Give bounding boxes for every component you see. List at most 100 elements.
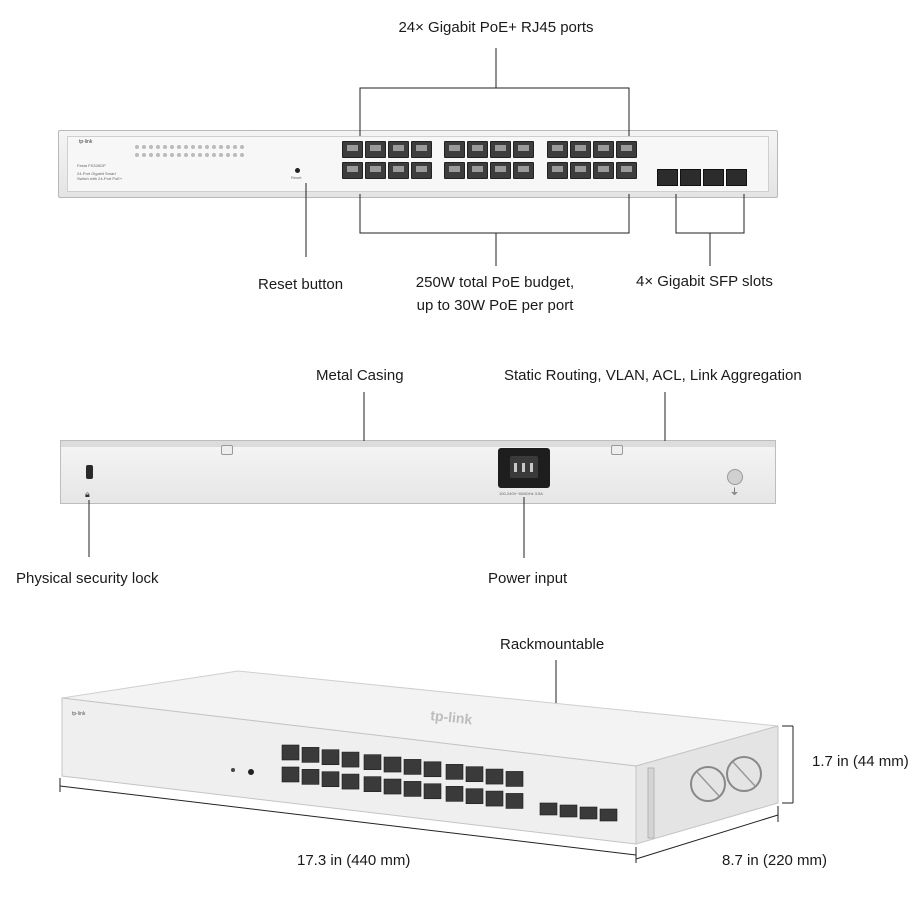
rj45-ports-label: 24× Gigabit PoE+ RJ45 ports [398,19,594,36]
rj45-port[interactable] [342,162,363,179]
metal-casing-label: Metal Casing [316,367,404,384]
status-led [156,145,160,149]
rj45-port[interactable] [388,141,409,158]
iso-reset-button [248,769,254,775]
rj45-port[interactable] [513,162,534,179]
rj45-port[interactable] [388,162,409,179]
reset-button[interactable] [295,168,300,173]
rear-top-band [61,441,775,447]
iso-rj45-ports [281,744,524,809]
status-led [135,145,139,149]
power-rating-text: 100-240V~50/60Hz 3.5A [499,491,543,496]
iso-rj45-port [465,766,484,783]
rj45-port[interactable] [570,141,591,158]
rj45-port[interactable] [342,141,363,158]
status-led [184,145,188,149]
iso-rj45-port [341,751,360,768]
rackmountable-label: Rackmountable [500,636,605,653]
iso-sfp-slot [599,808,618,822]
rj45-port[interactable] [444,141,465,158]
iso-rj45-port [321,771,340,788]
rj45-port[interactable] [593,141,614,158]
iso-rj45-port [403,759,422,775]
sfp-slot[interactable] [703,169,724,186]
rj45-port[interactable] [490,141,511,158]
status-led [142,145,146,149]
iso-rj45-port [445,764,464,780]
rj45-port[interactable] [547,162,568,179]
status-led [177,153,181,157]
iso-sfp-slot [579,806,598,820]
fan-vent-icon [726,756,762,792]
iso-rj45-port [423,783,442,800]
rj45-port[interactable] [411,141,432,158]
rack-ear [647,767,655,839]
status-led [240,153,244,157]
sfp-slot-group [657,169,747,186]
status-led [240,145,244,149]
rj45-port[interactable] [467,141,488,158]
status-led [156,153,160,157]
sfp-slot[interactable] [657,169,678,186]
top-brand-logo: tp-link [430,707,474,727]
dimension-line-width [59,785,637,856]
status-led [212,145,216,149]
status-led [198,145,202,149]
status-led [233,145,237,149]
callout-bracket [359,194,630,234]
sfp-slot[interactable] [680,169,701,186]
sfp-slot[interactable] [726,169,747,186]
fan-grille [696,771,720,797]
iso-rj45-port [281,766,300,783]
status-led [163,153,167,157]
front-model-text: Festa FS328GP [77,163,106,168]
iso-status-dot [231,768,235,772]
power-pin [514,463,517,472]
poe-budget-label-line2: up to 30W PoE per port [416,297,574,314]
power-socket-icon[interactable] [498,448,550,488]
rj45-port[interactable] [616,162,637,179]
iso-rj45-port [281,744,300,761]
lock-icon: 🔒︎ [85,490,90,500]
iso-rj45-port [383,778,402,795]
rj45-port[interactable] [570,162,591,179]
iso-rj45-port [445,786,464,802]
power-pin [530,463,533,472]
iso-rj45-port [363,754,382,770]
fan-grille [732,761,756,787]
iso-rj45-port [505,793,524,809]
ground-symbol-icon: ⏚ [730,487,739,498]
fan-vent-icon [690,766,726,802]
rj45-port[interactable] [411,162,432,179]
status-led [219,153,223,157]
iso-rj45-port [403,781,422,797]
status-led [149,145,153,149]
status-led [191,153,195,157]
status-led [149,153,153,157]
rj45-port[interactable] [365,141,386,158]
iso-rj45-port [485,790,504,807]
poe-budget-label-line1: 250W total PoE budget, [415,274,575,291]
rj45-port[interactable] [490,162,511,179]
iso-rj45-port [301,747,320,763]
iso-brand-logo: tp-link [72,711,86,717]
rj45-port[interactable] [593,162,614,179]
rj45-port[interactable] [444,162,465,179]
power-pin [522,463,525,472]
screw-icon [221,445,233,455]
height-label: 1.7 in (44 mm) [812,753,909,770]
callout-bracket [359,87,630,136]
status-led [184,153,188,157]
rj45-port[interactable] [547,141,568,158]
rj45-port[interactable] [616,141,637,158]
status-led-grid [135,145,245,157]
iso-rj45-port [341,773,360,790]
width-label: 17.3 in (440 mm) [297,852,411,869]
rj45-port[interactable] [513,141,534,158]
rj45-port-group-2 [444,141,534,179]
security-lock-slot[interactable] [86,465,93,479]
rj45-port[interactable] [365,162,386,179]
rj45-port[interactable] [467,162,488,179]
sfp-slots-label: 4× Gigabit SFP slots [636,273,773,290]
